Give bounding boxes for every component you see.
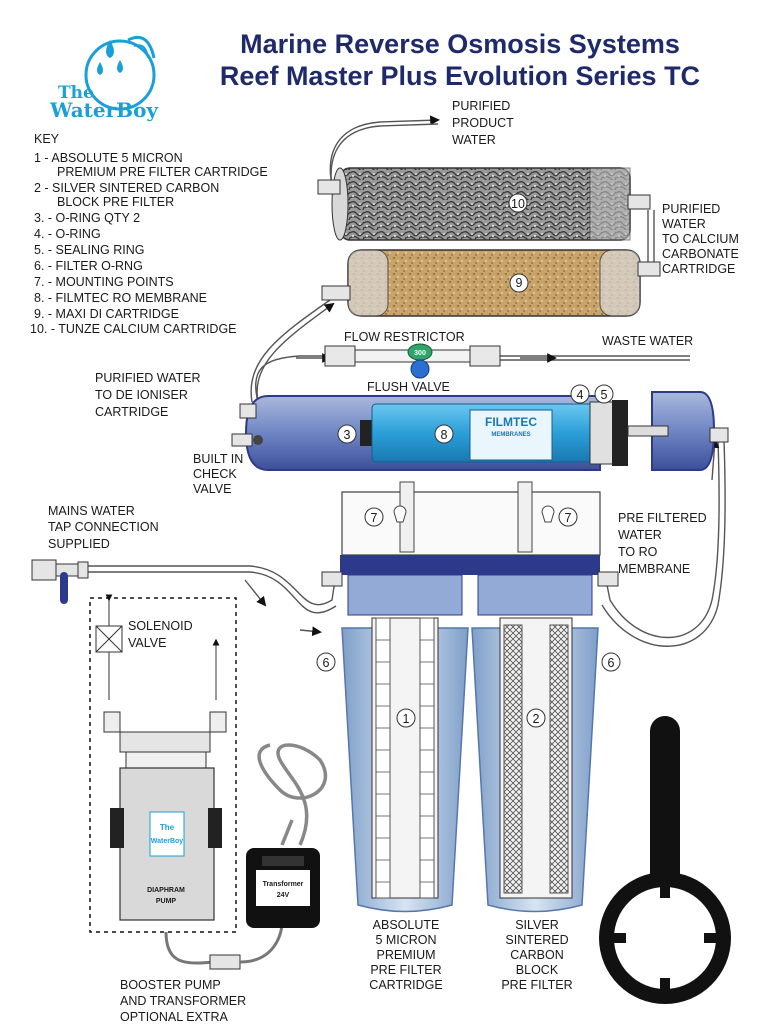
di-cartridge: 9	[321, 249, 661, 317]
ro-membrane-housing: FILMTEC MEMBRANES 3 8 4 5	[231, 384, 729, 471]
key-item: 3. - O-RING QTY 2	[34, 211, 140, 225]
key-item: 9. - MAXI DI CARTRIDGE	[34, 307, 179, 321]
caption-cartridge-1: ABSOLUTE	[373, 918, 440, 932]
flush-valve-knob	[410, 359, 430, 379]
callout-6b: 6	[608, 656, 615, 670]
label-solenoid: VALVE	[128, 636, 166, 650]
caption-cartridge-1: 5 MICRON	[375, 933, 436, 947]
label-waste-water: WASTE WATER	[602, 334, 693, 348]
label-calcium-feed: PURIFIED	[662, 202, 720, 216]
caption-cartridge-2: BLOCK	[516, 963, 559, 977]
label-flush-valve: FLUSH VALVE	[367, 380, 450, 394]
pump-label-1: DIAPHRAM	[147, 887, 185, 894]
caption-cartridge-2: CARBON	[510, 948, 563, 962]
label-check-valve: VALVE	[193, 482, 231, 496]
caption-cartridge-1: PRE FILTER	[370, 963, 441, 977]
label-prefiltered: PRE FILTERED	[618, 511, 707, 525]
key-item: 1 - ABSOLUTE 5 MICRON	[34, 151, 183, 165]
callout-10: 10	[511, 197, 525, 211]
label-mains-water: TAP CONNECTION	[48, 520, 159, 534]
label-check-valve: CHECK	[193, 467, 237, 481]
key-item: BLOCK PRE FILTER	[57, 195, 174, 209]
key-item: 6. - FILTER O-RNG	[34, 259, 143, 273]
membrane-brand: FILMTEC	[485, 415, 537, 429]
callout-6a: 6	[323, 656, 330, 670]
callout-4: 4	[577, 388, 584, 402]
label-booster: BOOSTER PUMP	[120, 978, 221, 992]
label-to-deioniser: CARTRIDGE	[95, 405, 168, 419]
mains-tap-connector	[31, 559, 89, 604]
callout-1: 1	[403, 712, 410, 726]
label-to-deioniser: PURIFIED WATER	[95, 371, 201, 385]
caption-cartridge-2: SINTERED	[505, 933, 568, 947]
label-mains-water: SUPPLIED	[48, 537, 110, 551]
transformer-label-1: Transformer	[263, 881, 304, 888]
label-booster: AND TRANSFORMER	[120, 994, 246, 1008]
caption-cartridge-1: CARTRIDGE	[369, 978, 442, 992]
callout-7a: 7	[371, 511, 378, 525]
title-line-2: Reef Master Plus Evolution Series TC	[220, 61, 700, 91]
transformer-label-2: 24V	[277, 892, 290, 899]
label-booster: OPTIONAL EXTRA	[120, 1010, 229, 1024]
annotation-labels: PURIFIED PRODUCT WATER PURIFIED WATER TO…	[48, 99, 739, 1024]
callout-8: 8	[441, 428, 448, 442]
callout-7b: 7	[565, 511, 572, 525]
label-flow-restrictor: FLOW RESTRICTOR	[344, 330, 465, 344]
callout-2: 2	[533, 712, 540, 726]
label-purified-product: PURIFIED	[452, 99, 510, 113]
housing-spanner	[599, 716, 731, 1004]
callout-5: 5	[601, 388, 608, 402]
key-item: 2 - SILVER SINTERED CARBON	[34, 181, 219, 195]
label-check-valve: BUILT IN	[193, 452, 243, 466]
key-item: 4. - O-RING	[34, 227, 101, 241]
callout-3: 3	[344, 428, 351, 442]
caption-cartridge-2: PRE FILTER	[501, 978, 572, 992]
key-item: 10. - TUNZE CALCIUM CARTRIDGE	[30, 322, 237, 336]
label-purified-product: PRODUCT	[452, 116, 514, 130]
pump-logo-the: The	[160, 823, 175, 832]
prefilter-housing-2: 2 6	[470, 555, 621, 913]
mounting-bracket: 7 7	[341, 481, 601, 556]
label-calcium-feed: CARBONATE	[662, 247, 739, 261]
label-to-deioniser: TO DE IONISER	[95, 388, 188, 402]
callout-9: 9	[516, 276, 523, 290]
booster-pump-group: The WaterBoy DIAPHRAM PUMP Transformer 2…	[89, 594, 328, 970]
label-prefiltered: MEMBRANE	[618, 562, 690, 576]
key-heading: KEY	[34, 132, 60, 146]
pump-label-2: PUMP	[156, 898, 177, 905]
caption-cartridge-2: SILVER	[515, 918, 559, 932]
title-line-1: Marine Reverse Osmosis Systems	[240, 29, 680, 59]
key-item: 7. - MOUNTING POINTS	[34, 275, 174, 289]
key-list: KEY 1 - ABSOLUTE 5 MICRON PREMIUM PRE FI…	[30, 132, 268, 336]
flow-restrictor: 300	[324, 343, 501, 379]
key-item: 5. - SEALING RING	[34, 243, 144, 257]
label-mains-water: MAINS WATER	[48, 504, 135, 518]
logo-text-waterboy: WaterBoy	[49, 98, 159, 122]
pump-logo-waterboy: WaterBoy	[151, 838, 184, 845]
calcium-cartridge: 10	[317, 167, 651, 241]
label-calcium-feed: CARTRIDGE	[662, 262, 735, 276]
label-calcium-feed: WATER	[662, 217, 706, 231]
caption-cartridge-1: PREMIUM	[376, 948, 435, 962]
label-solenoid: SOLENOID	[128, 619, 193, 633]
key-item: 8. - FILMTEC RO MEMBRANE	[34, 291, 207, 305]
restrictor-value: 300	[414, 350, 426, 357]
membrane-sub: MEMBRANES	[491, 432, 530, 438]
prefilter-housing-1: 1 6	[316, 555, 470, 913]
tubing	[88, 115, 726, 647]
label-calcium-feed: TO CALCIUM	[662, 232, 739, 246]
label-prefiltered: TO RO	[618, 545, 658, 559]
key-item: PREMIUM PRE FILTER CARTRIDGE	[57, 165, 268, 179]
logo-text-the: The	[58, 83, 94, 103]
label-prefiltered: WATER	[618, 528, 662, 542]
waterboy-logo: The WaterBoy	[49, 35, 159, 122]
label-purified-product: WATER	[452, 133, 496, 147]
